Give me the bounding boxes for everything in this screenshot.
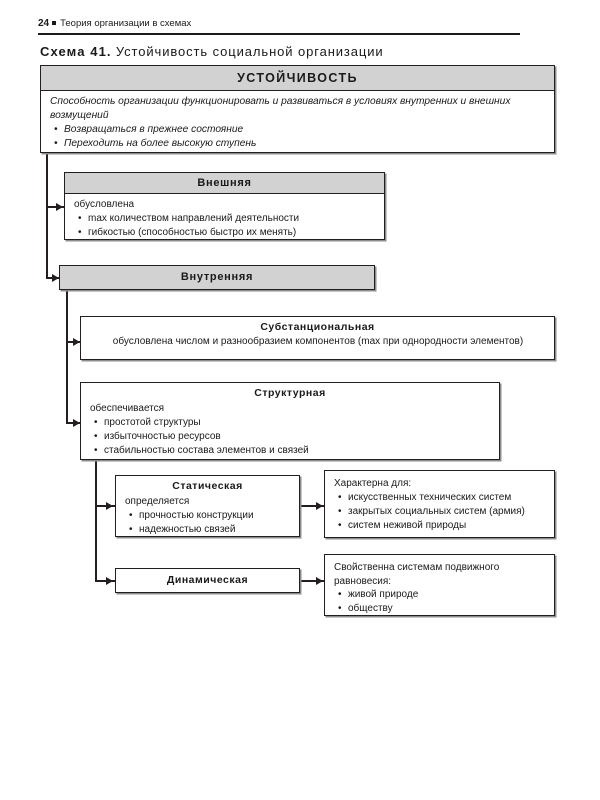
box-stability-body: Способность организации функционировать … (41, 91, 554, 156)
scheme-label: Схема 41. (40, 44, 112, 59)
connector-trunk-main (46, 152, 48, 277)
connector-dynamic-to-note (300, 580, 324, 582)
arrow-dynamic-note (316, 576, 323, 585)
box-static-note: Характерна для: искусственных технически… (324, 470, 555, 538)
box-external-lead: обусловлена (74, 199, 135, 210)
list-item: избыточностью ресурсов (94, 430, 491, 444)
arrow-internal (52, 273, 59, 282)
running-title: Теория организации в схемах (60, 18, 192, 29)
box-static-note-lead: Характерна для: (334, 478, 412, 489)
scheme-title: Устойчивость социальной организации (115, 44, 384, 59)
list-item: живой природе (338, 588, 546, 602)
box-substantial-body: обусловлена числом и разнообразием компо… (81, 334, 554, 354)
arrow-structural (73, 418, 80, 427)
box-external-header: Внешняя (65, 173, 384, 194)
list-item: надежностью связей (129, 523, 291, 537)
list-item: гибкостью (способностью быстро их менять… (78, 226, 376, 240)
box-stability-list: Возвращаться в прежнее состояние Переход… (50, 123, 546, 151)
arrow-external (56, 202, 63, 211)
box-substantial: Субстанциональная обусловлена числом и р… (80, 316, 555, 360)
list-item: искусственных технических систем (338, 491, 546, 505)
box-stability-header: УСТОЙЧИВОСТЬ (41, 66, 554, 91)
box-dynamic-note-list: живой природе обществу (334, 588, 546, 616)
list-item: систем неживой природы (338, 519, 546, 533)
box-structural-lead: обеспечивается (90, 403, 165, 414)
box-external: Внешняя обусловлена max количеством напр… (64, 172, 385, 240)
list-item: закрытых социальных систем (армия) (338, 505, 546, 519)
box-internal: Внутренняя (59, 265, 375, 290)
box-static: Статическая определяется прочностью конс… (115, 475, 300, 537)
box-static-body: определяется прочностью конструкции наде… (116, 493, 299, 542)
box-static-title: Статическая (172, 480, 243, 492)
box-external-list: max количеством направлений деятельности… (74, 212, 376, 240)
box-substantial-title: Субстанциональная (260, 321, 375, 333)
page-number: 24 (38, 18, 50, 29)
list-item: стабильностью состава элементов и связей (94, 444, 491, 458)
box-structural-body: обеспечивается простотой структуры избыт… (81, 400, 499, 463)
connector-to-dynamic (95, 580, 115, 582)
box-dynamic-note-body: Свойственна системам подвижного равновес… (325, 555, 554, 621)
connector-trunk-internal (66, 290, 68, 422)
box-stability-root: УСТОЙЧИВОСТЬ Способность организации фун… (40, 65, 555, 153)
arrow-static (106, 501, 113, 510)
box-internal-header: Внутренняя (180, 271, 254, 283)
list-item: простотой структуры (94, 416, 491, 430)
box-dynamic: Динамическая (115, 568, 300, 593)
connector-trunk-structural (95, 460, 97, 582)
box-stability-lead: Способность организации функционировать … (50, 96, 511, 121)
scheme-caption: Схема 41. Устойчивость социальной органи… (40, 44, 384, 60)
box-external-body: обусловлена max количеством направлений … (65, 194, 384, 245)
list-item: Переходить на более высокую ступень (54, 137, 546, 151)
arrow-dynamic (106, 576, 113, 585)
box-dynamic-note-lead: Свойственна системам подвижного равновес… (334, 562, 500, 587)
list-item: прочностью конструкции (129, 509, 291, 523)
box-static-note-list: искусственных технических систем закрыты… (334, 491, 546, 533)
box-static-lead: определяется (125, 496, 190, 507)
connector-to-static (95, 505, 115, 507)
box-dynamic-title: Динамическая (166, 574, 249, 586)
arrow-substantial (73, 337, 80, 346)
list-item: Возвращаться в прежнее состояние (54, 123, 546, 137)
box-static-note-body: Характерна для: искусственных технически… (325, 471, 554, 538)
header-rule (38, 33, 520, 35)
box-structural-list: простотой структуры избыточностью ресурс… (90, 416, 491, 458)
box-substantial-lead: обусловлена числом и разнообразием компо… (112, 336, 524, 347)
box-static-list: прочностью конструкции надежностью связе… (125, 509, 291, 537)
list-item: обществу (338, 602, 546, 616)
connector-static-to-note (300, 505, 324, 507)
box-structural: Структурная обеспечивается простотой стр… (80, 382, 500, 460)
running-head: 24 Теория организации в схемах (38, 18, 520, 30)
bullet-square-icon (52, 20, 57, 25)
arrow-static-note (316, 501, 323, 510)
box-dynamic-note: Свойственна системам подвижного равновес… (324, 554, 555, 616)
list-item: max количеством направлений деятельности (78, 212, 376, 226)
box-structural-title: Структурная (254, 387, 326, 399)
connector-to-external (46, 206, 64, 208)
